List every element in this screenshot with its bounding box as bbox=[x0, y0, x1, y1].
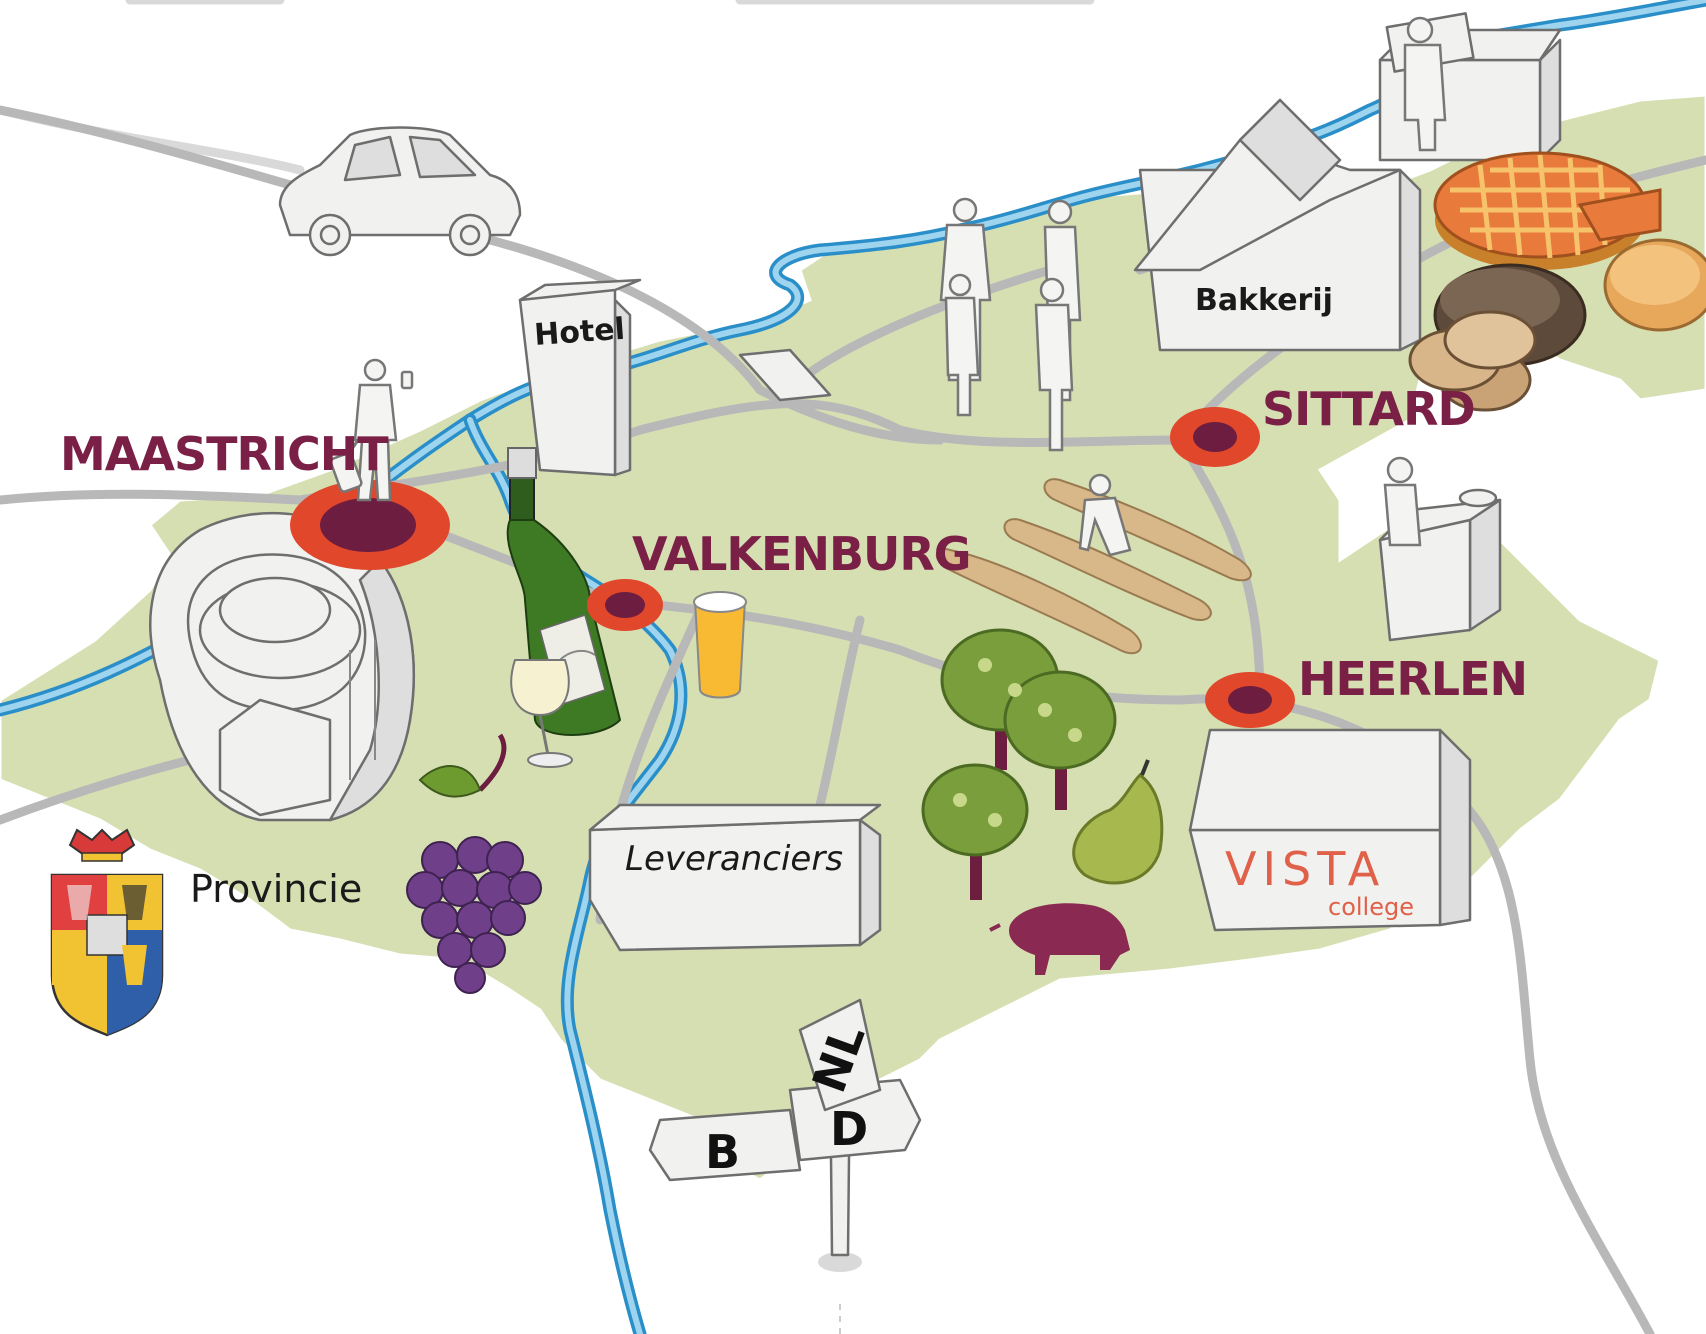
heerlen-marker[interactable] bbox=[1205, 672, 1295, 728]
province-label: Provincie bbox=[190, 867, 362, 911]
bakkerij-building: Bakkerij bbox=[1133, 98, 1422, 352]
signpost-icon: B D NL bbox=[648, 998, 922, 1334]
pear-tree-icon bbox=[921, 628, 1117, 900]
city-label-valkenburg[interactable]: VALKENBURG bbox=[632, 527, 972, 581]
sign-d: D bbox=[830, 1102, 868, 1156]
leveranciers-building: Leveranciers bbox=[588, 803, 882, 952]
pear-icon bbox=[1072, 759, 1164, 885]
car-icon bbox=[278, 126, 522, 257]
hotel-building: Hotel bbox=[518, 278, 642, 477]
city-label-sittard[interactable]: SITTARD bbox=[1262, 382, 1476, 436]
coat-of-arms-icon bbox=[50, 828, 164, 1037]
vista-logo: VISTA bbox=[1225, 842, 1385, 896]
baker-oven-icon bbox=[1378, 12, 1562, 162]
city-label-heerlen[interactable]: HEERLEN bbox=[1298, 652, 1528, 706]
pie-icon bbox=[1433, 151, 1662, 270]
maastricht-marker[interactable] bbox=[290, 480, 450, 570]
chef-group-icon bbox=[939, 197, 1082, 452]
baguette-icon bbox=[935, 473, 1252, 655]
grapes-icon bbox=[406, 733, 542, 994]
beer-glass-icon bbox=[693, 591, 747, 699]
hotel-label: Hotel bbox=[533, 312, 626, 353]
tourist-icon bbox=[329, 358, 414, 502]
sign-b: B bbox=[705, 1125, 740, 1179]
round-building-icon bbox=[149, 511, 415, 822]
vista-sub-label: college bbox=[1328, 893, 1414, 921]
valkenburg-marker[interactable] bbox=[587, 579, 663, 631]
sittard-marker[interactable] bbox=[1170, 407, 1260, 467]
chef-counter-icon bbox=[1378, 456, 1502, 642]
city-label-maastricht[interactable]: MAASTRICHT bbox=[60, 427, 390, 481]
wine-glass-icon bbox=[510, 659, 573, 768]
vista-college-building: VISTA college bbox=[1188, 728, 1472, 932]
leveranciers-label: Leveranciers bbox=[625, 839, 843, 879]
bread-icon bbox=[1408, 238, 1706, 412]
pig-icon bbox=[989, 903, 1130, 975]
bakkerij-label: Bakkerij bbox=[1195, 283, 1333, 318]
